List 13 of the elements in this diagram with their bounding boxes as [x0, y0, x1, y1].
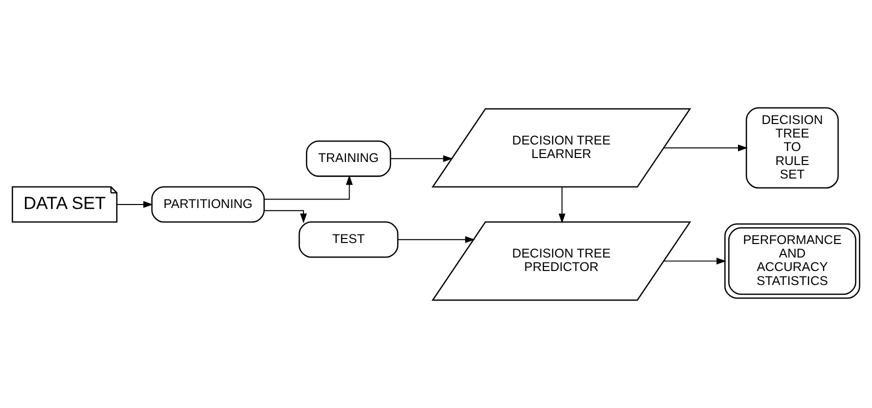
- arrow: [116, 201, 154, 208]
- node-box: DECISION TREE TO RULE SET: [746, 107, 839, 189]
- arrow: [264, 210, 307, 224]
- node-box: PARTITIONING: [151, 186, 265, 223]
- node-box: PERFORMANCE AND ACCURACY STATISTICS: [724, 223, 860, 299]
- arrow: [390, 155, 453, 162]
- arrow: [397, 236, 475, 244]
- arrow: [558, 186, 566, 224]
- node-box: TRAINING: [306, 140, 392, 177]
- node-box: TEST: [298, 221, 398, 258]
- arrow: [664, 144, 748, 152]
- arrow: [664, 258, 726, 264]
- arrow: [264, 175, 353, 200]
